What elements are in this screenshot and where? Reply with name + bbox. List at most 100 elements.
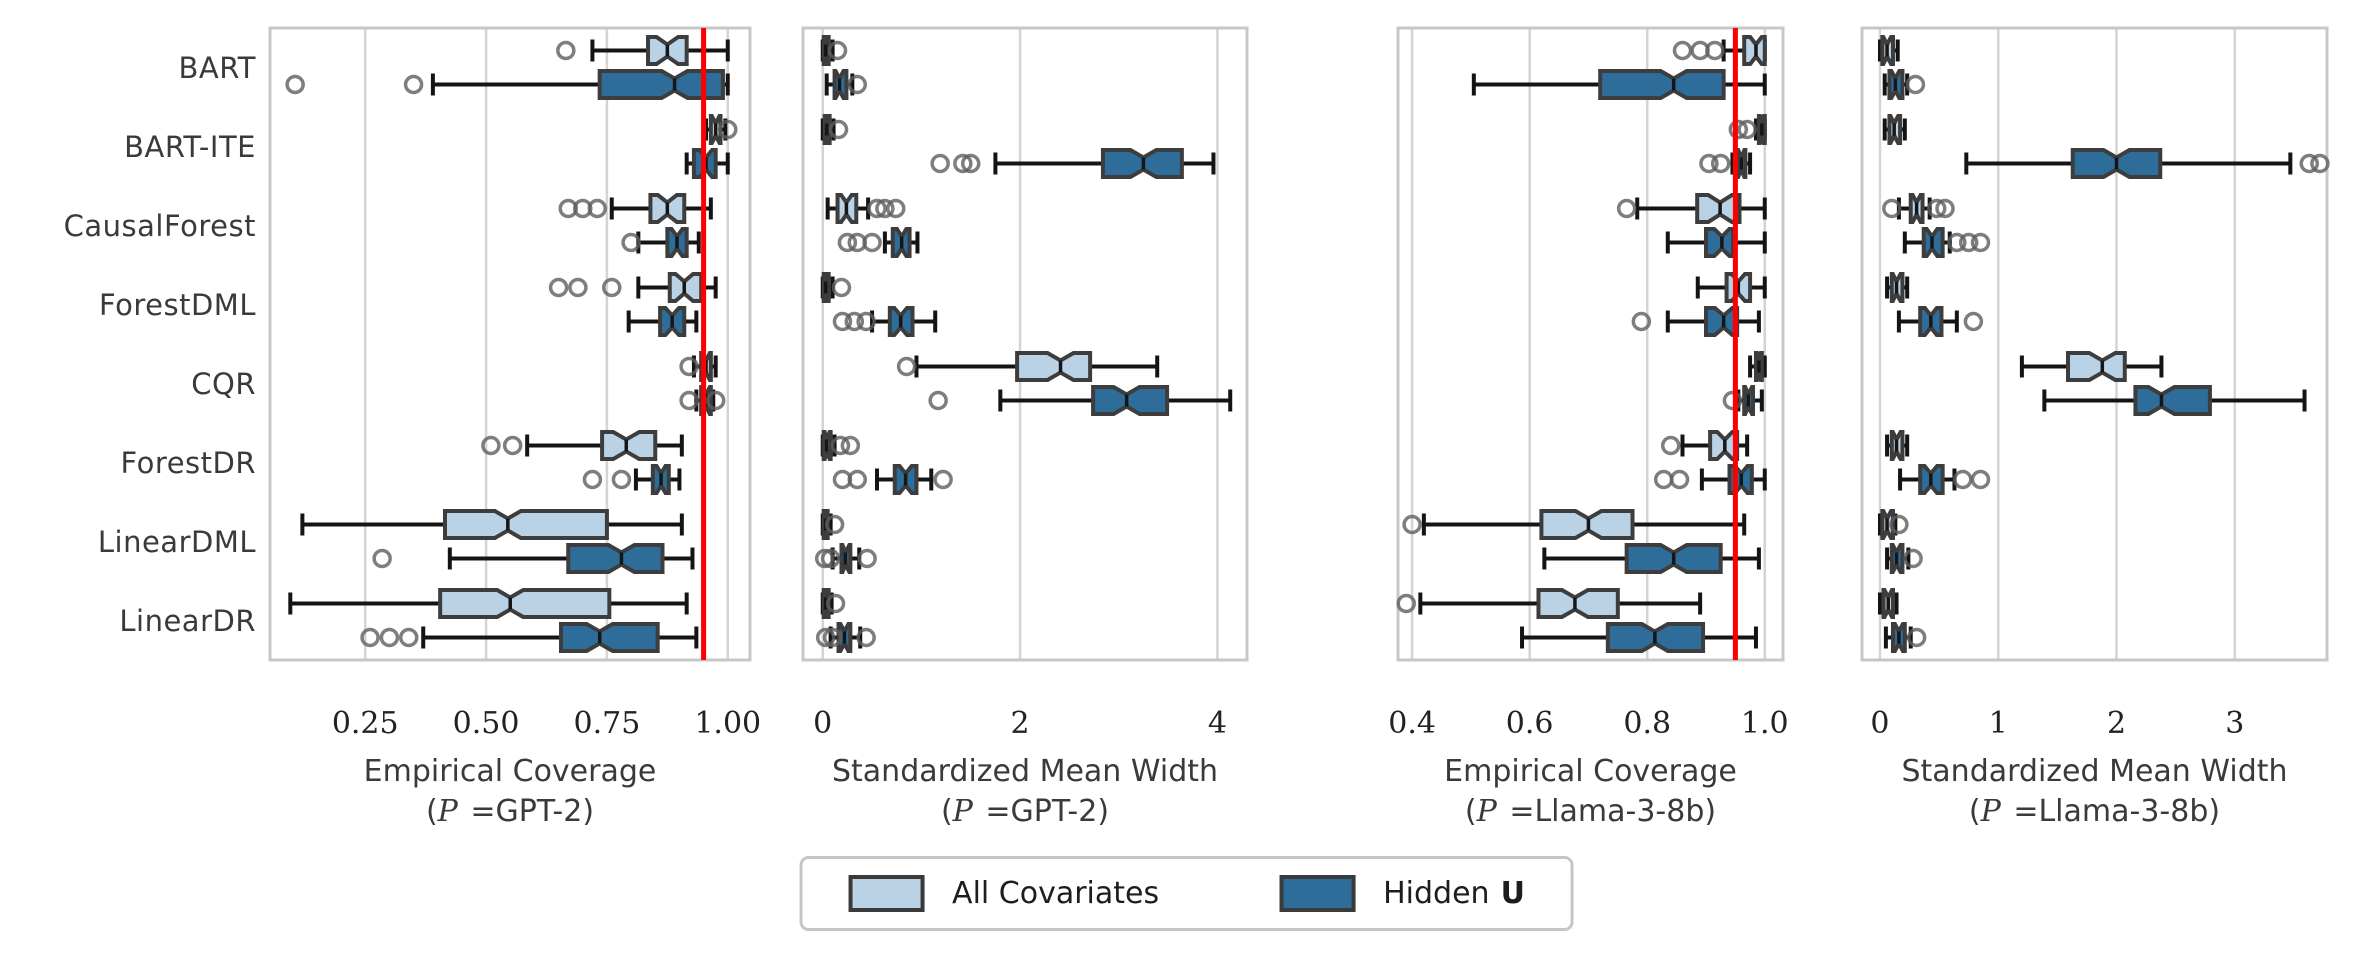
outlier-point <box>582 469 603 490</box>
x-tick-label: 0.8 <box>1623 706 1672 741</box>
outlier-point <box>830 435 851 456</box>
outlier-point <box>814 548 835 569</box>
x-axis-subtitle-part: P <box>1980 794 2001 829</box>
outlier-point <box>1631 311 1652 332</box>
outlier-point <box>933 469 953 490</box>
box-hidden-u <box>558 622 660 653</box>
box-hidden-u <box>1091 385 1170 416</box>
legend-item-all-covariates: All Covariates <box>848 875 1159 912</box>
outlier-point <box>611 469 632 490</box>
legend: All Covariates Hidden U <box>799 856 1574 931</box>
outlier-point <box>953 153 973 174</box>
x-axis-subtitle-part: P <box>1476 794 1497 829</box>
x-axis-subtitle-part: =GPT-2) <box>460 794 595 829</box>
x-axis-title: Standardized Mean Width <box>831 754 1219 789</box>
y-axis-label: LinearDML <box>97 524 256 559</box>
outlier-point <box>824 514 845 535</box>
outlier-point <box>1616 198 1637 219</box>
outlier-point <box>1705 40 1725 61</box>
x-axis-subtitle-part: =Llama-3-8b) <box>2003 794 2221 829</box>
box-hidden-u <box>1704 227 1736 258</box>
x-axis-subtitle-part: ( <box>1464 794 1477 829</box>
box-all-covariates <box>1536 588 1620 619</box>
y-axis-label: CQR <box>191 366 256 401</box>
panel-border <box>1396 26 1785 662</box>
outlier-point <box>847 469 868 490</box>
outlier-point <box>705 390 726 411</box>
x-axis-subtitle-part: P <box>952 794 973 829</box>
legend-label-u-bold: U <box>1500 876 1525 911</box>
outlier-point <box>820 548 841 569</box>
box-all-covariates <box>600 430 658 461</box>
box-hidden-u <box>597 69 725 100</box>
x-axis-subtitle: (P =Llama-3-8b) <box>1775 792 2373 832</box>
x-axis-subtitle-part: =Llama-3-8b) <box>1499 794 1717 829</box>
outlier-point <box>1953 469 1973 490</box>
outlier-point <box>1653 469 1674 490</box>
outlier-point <box>1906 627 1927 648</box>
y-axis-label: LinearDR <box>119 603 256 638</box>
outlier-point <box>1903 548 1923 569</box>
outlier-point <box>403 74 424 95</box>
y-axis-label: BART <box>178 50 256 85</box>
y-axis-label: BART-ITE <box>124 129 256 164</box>
x-tick-label: 0 <box>1870 706 1890 741</box>
x-tick-label: 2 <box>1010 706 1030 741</box>
outlier-point <box>960 153 981 174</box>
outlier-point <box>568 277 588 298</box>
x-tick-label: 0.50 <box>452 706 520 741</box>
panel-border <box>1860 26 2329 662</box>
outlier-point <box>1722 390 1743 411</box>
x-tick-label: 0.4 <box>1388 706 1436 741</box>
outlier-point <box>1710 153 1731 174</box>
outlier-point <box>875 198 895 219</box>
x-tick-label: 1.0 <box>1740 706 1789 741</box>
outlier-point <box>1699 153 1719 174</box>
outlier-point <box>1926 198 1947 219</box>
outlier-point <box>285 74 305 95</box>
outlier-point <box>481 435 501 456</box>
outlier-point <box>398 627 419 648</box>
x-axis-subtitle-part: ( <box>425 794 438 829</box>
outlier-point <box>862 232 882 253</box>
outlier-point <box>1402 514 1422 535</box>
y-axis-label: CausalForest <box>63 208 256 243</box>
outlier-point <box>1970 469 1991 490</box>
box-all-covariates <box>2066 351 2127 382</box>
box-all-covariates <box>1695 193 1742 224</box>
x-axis-subtitle-part: P <box>437 794 458 829</box>
x-axis-subtitle: (P =GPT-2) <box>705 792 1345 832</box>
x-tick-label: 3 <box>2225 706 2245 741</box>
outlier-point <box>372 548 392 569</box>
x-tick-label: 0.25 <box>331 706 399 741</box>
legend-item-hidden-u: Hidden U <box>1279 875 1525 912</box>
x-tick-label: 1 <box>1988 706 2008 741</box>
box-hidden-u <box>1704 306 1740 337</box>
outlier-point <box>1672 40 1693 61</box>
outlier-point <box>1963 311 1984 332</box>
legend-label-hidden-u: Hidden U <box>1383 876 1525 911</box>
outlier-point <box>856 627 876 648</box>
box-all-covariates <box>438 588 612 619</box>
outlier-point <box>2299 153 2320 174</box>
x-axis-title: Empirical Coverage <box>363 754 657 789</box>
legend-swatch-all-covariates <box>848 875 925 912</box>
outlier-point <box>1970 232 1991 253</box>
outlier-point <box>718 119 738 140</box>
outlier-point <box>896 356 917 377</box>
outlier-point <box>857 548 877 569</box>
panel-border <box>801 26 1249 662</box>
outlier-point <box>587 198 608 219</box>
outlier-point <box>847 74 868 95</box>
x-tick-label: 0.6 <box>1505 706 1554 741</box>
outlier-point <box>502 435 523 456</box>
x-axis-title: Standardized Mean Width <box>1901 754 2288 789</box>
y-axis-label: ForestDML <box>98 287 256 322</box>
x-axis-subtitle-part: =GPT-2) <box>975 794 1110 829</box>
outlier-point <box>815 627 836 648</box>
outlier-point <box>1882 198 1902 219</box>
outlier-point <box>831 277 852 298</box>
legend-label-hidden-text: Hidden <box>1383 876 1490 911</box>
